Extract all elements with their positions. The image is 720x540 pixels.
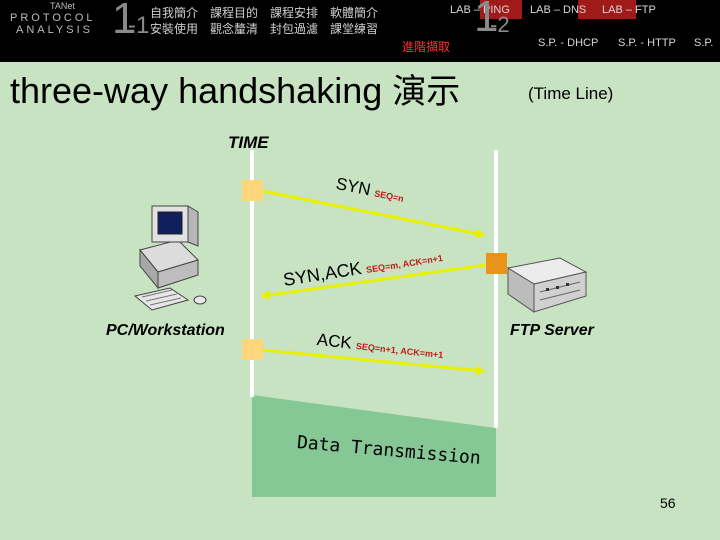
slide-title: three-way handshaking 演示 (10, 64, 460, 113)
nav-self-intro[interactable]: 自我簡介 (150, 6, 199, 20)
logo-tanet: TANet (50, 1, 75, 11)
ack-label: ACK (316, 330, 353, 353)
nav-lab-dns[interactable]: LAB – DNS (530, 4, 587, 16)
nav-practice[interactable]: 課堂練習 (330, 22, 379, 36)
ack-arrow (261, 348, 486, 376)
brand-logo: TANet PROTOCOL ANALYSIS (6, 1, 102, 37)
active-highlight-ping (480, 0, 522, 19)
active-highlight-ftp (578, 0, 636, 19)
pc-workstation-label: PC/Workstation (106, 322, 225, 339)
nav-software-intro[interactable]: 軟體簡介 (330, 6, 379, 20)
client-marker-ack (242, 339, 263, 360)
time-axis-label: TIME (228, 133, 269, 152)
nav-sp-http[interactable]: S.P. - HTTP (618, 37, 676, 49)
nav-advanced-capture[interactable]: 進階擷取 (402, 40, 451, 54)
nav-course-plan[interactable]: 課程安排 (270, 6, 319, 20)
nav-sp-dhcp[interactable]: S.P. - DHCP (538, 37, 599, 49)
syn-arrow (261, 189, 486, 239)
slide-subtitle: (Time Line) (528, 84, 614, 103)
server-marker-synack (486, 253, 507, 274)
section-2-number: 1 (474, 0, 499, 41)
logo-line-2: ANALYSIS (16, 24, 93, 36)
slide-title-en: three-way handshaking (10, 70, 383, 111)
nav-lab-ftp[interactable]: LAB – FTP (602, 4, 656, 16)
nav-packet-filter[interactable]: 封包過濾 (270, 22, 319, 36)
syn-seq: SEQ=n (373, 188, 405, 204)
section-1-number: 1 (112, 0, 137, 43)
nav-sp-more[interactable]: S.P. (694, 37, 714, 49)
section-2-sub: -2 (490, 12, 510, 37)
nav-install[interactable]: 安裝使用 (150, 22, 199, 36)
nav-concepts[interactable]: 觀念釐清 (210, 22, 259, 36)
client-marker-syn (242, 180, 263, 201)
nav-course-goal[interactable]: 課程目的 (210, 6, 259, 20)
logo-line-1: PROTOCOL (10, 12, 96, 24)
nav-lab-ping[interactable]: LAB – PING (450, 4, 510, 16)
slide-title-cjk: 演示 (392, 72, 461, 112)
ftp-server-icon (506, 257, 588, 313)
pc-workstation-icon (133, 205, 207, 311)
data-transmission-region (252, 395, 496, 497)
page-number: 56 (660, 495, 676, 511)
section-1-sub: -1 (128, 12, 150, 39)
ftp-server-label: FTP Server (510, 322, 594, 339)
syn-ack-arrow (260, 263, 487, 300)
